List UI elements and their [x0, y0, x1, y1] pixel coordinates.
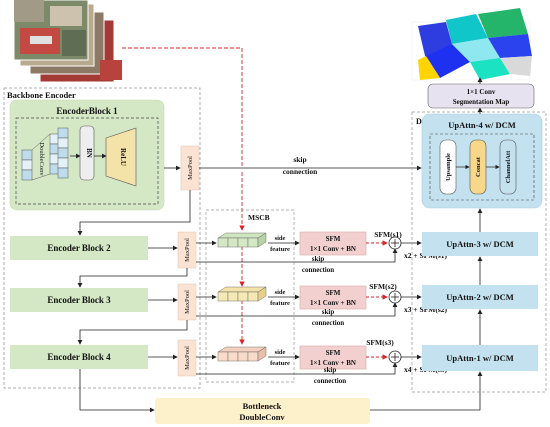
svg-text:feature: feature	[270, 246, 290, 253]
maxpool-1: MaxPool	[180, 145, 200, 191]
seg-head-line1: 1×1 Conv	[467, 88, 496, 96]
svg-text:MaxPool: MaxPool	[184, 290, 191, 314]
svg-text:MaxPool: MaxPool	[184, 238, 191, 262]
encoder-block-1: EncoderBlock 1 DoubleConv BN ReLU	[9, 99, 165, 211]
upattn-4-block: UpAttn-4 w/ DCM Upsample Concat ChannelA…	[421, 113, 543, 209]
svg-text:SFM: SFM	[326, 289, 341, 297]
bottleneck-line2: DoubleConv	[239, 412, 285, 422]
encoder-arrows	[77, 165, 483, 413]
seg-head-line2: Segmentation Map	[453, 98, 510, 106]
channelatt-label: ChannelAtt	[505, 150, 512, 183]
svg-text:1×1 Conv + BN: 1×1 Conv + BN	[310, 359, 356, 367]
side-feature-2	[217, 286, 267, 302]
input-skip-red-line	[122, 47, 245, 345]
svg-text:SFM(s2): SFM(s2)	[369, 282, 397, 291]
encoder-block-3: Encoder Block 3	[10, 288, 148, 312]
svg-text:MaxPool: MaxPool	[187, 156, 194, 180]
svg-text:side: side	[275, 349, 286, 356]
plus-node-2	[388, 290, 402, 304]
input-image-stack	[13, 0, 122, 83]
side-feature-1	[217, 232, 267, 248]
plus-node-1	[388, 236, 402, 250]
maxpool-2: MaxPool	[177, 231, 197, 269]
svg-text:connection: connection	[314, 377, 346, 385]
svg-text:feature: feature	[270, 360, 290, 367]
svg-text:SFM(s1): SFM(s1)	[374, 230, 402, 239]
svg-text:feature: feature	[270, 300, 290, 307]
upattn-1-label: UpAttn-1 w/ DCM	[446, 353, 514, 363]
relu-block	[105, 127, 137, 187]
svg-text:connection: connection	[312, 319, 344, 327]
upattn-2-label: UpAttn-2 w/ DCM	[446, 292, 514, 302]
encoder-title: Backbone Encoder	[7, 90, 76, 100]
svg-text:SFM(s3): SFM(s3)	[366, 338, 394, 347]
relu-label: ReLU	[119, 148, 127, 166]
doubleconv-label: DoubleConv	[38, 142, 45, 176]
svg-text:connection: connection	[302, 266, 334, 274]
skip-label-top-1: skip	[293, 155, 306, 164]
bn-block	[79, 125, 95, 181]
bn-label: BN	[85, 148, 93, 158]
maxpool-3: MaxPool	[177, 283, 197, 321]
decoder-region	[411, 111, 547, 393]
encoder-block-3-label: Encoder Block 3	[47, 295, 111, 305]
sfm-block-3: SFM 1×1 Conv + BN	[299, 345, 367, 370]
bottleneck-line1: Bottleneck	[243, 401, 282, 411]
svg-text:x3 + SFM(s2): x3 + SFM(s2)	[404, 305, 448, 314]
upattn-3-label: UpAttn-3 w/ DCM	[446, 239, 514, 249]
encoder-block-1-title: EncoderBlock 1	[56, 106, 118, 116]
plus-node-3	[388, 350, 402, 364]
svg-text:side: side	[275, 289, 286, 296]
concat-label: Concat	[475, 156, 482, 177]
svg-text:SFM: SFM	[326, 349, 341, 357]
encoder-region	[3, 87, 201, 389]
plus-to-decoder-arrows	[401, 240, 422, 360]
lower-skip-labels: skip connection skip connection skip con…	[302, 255, 346, 385]
side-feature-3	[217, 346, 267, 362]
svg-text:side: side	[275, 235, 286, 242]
upattn-4-title: UpAttn-4 w/ DCM	[448, 120, 516, 130]
segmentation-map-image	[411, 8, 534, 81]
sfm-block-1: SFM 1×1 Conv + BN	[299, 231, 367, 256]
sfm-output-arrows	[366, 240, 388, 360]
maxpool-4: MaxPool	[177, 339, 197, 377]
svg-text:1×1 Conv + BN: 1×1 Conv + BN	[310, 299, 356, 307]
bottleneck-block: Bottleneck DoubleConv	[155, 398, 370, 424]
svg-text:skip: skip	[312, 255, 325, 263]
sfm-output-labels: SFM(s1) SFM(s2) SFM(s3)	[366, 230, 402, 347]
side-feature-labels: side feature side feature side feature	[270, 235, 290, 367]
svg-text:MaxPool: MaxPool	[184, 346, 191, 370]
segmentation-head: 1×1 Conv Segmentation Map	[427, 83, 535, 109]
channelatt-block	[499, 139, 517, 195]
upattn-1-block: UpAttn-1 w/ DCM	[422, 345, 538, 371]
skip-label-top-2: connection	[283, 167, 318, 176]
svg-text:skip: skip	[322, 308, 335, 316]
side-arrows	[196, 240, 300, 360]
upattn-2-block: UpAttn-2 w/ DCM	[422, 285, 538, 309]
upattn-3-block: UpAttn-3 w/ DCM	[422, 232, 538, 256]
encoder-block-2-label: Encoder Block 2	[47, 243, 111, 253]
lower-skip-arrows	[196, 248, 398, 375]
mscb-title: MSCB	[248, 213, 270, 222]
svg-text:SFM: SFM	[326, 235, 341, 243]
svg-text:1×1 Conv + BN: 1×1 Conv + BN	[310, 245, 356, 253]
upsample-label: Upsample	[445, 153, 452, 181]
doubleconv-tensor	[21, 127, 69, 181]
encoder-block-4: Encoder Block 4	[10, 345, 148, 369]
encoder-block-2: Encoder Block 2	[10, 236, 148, 260]
svg-text:skip: skip	[324, 366, 337, 374]
sfm-block-2: SFM 1×1 Conv + BN	[299, 285, 367, 310]
encoder-block-4-label: Encoder Block 4	[47, 352, 111, 362]
